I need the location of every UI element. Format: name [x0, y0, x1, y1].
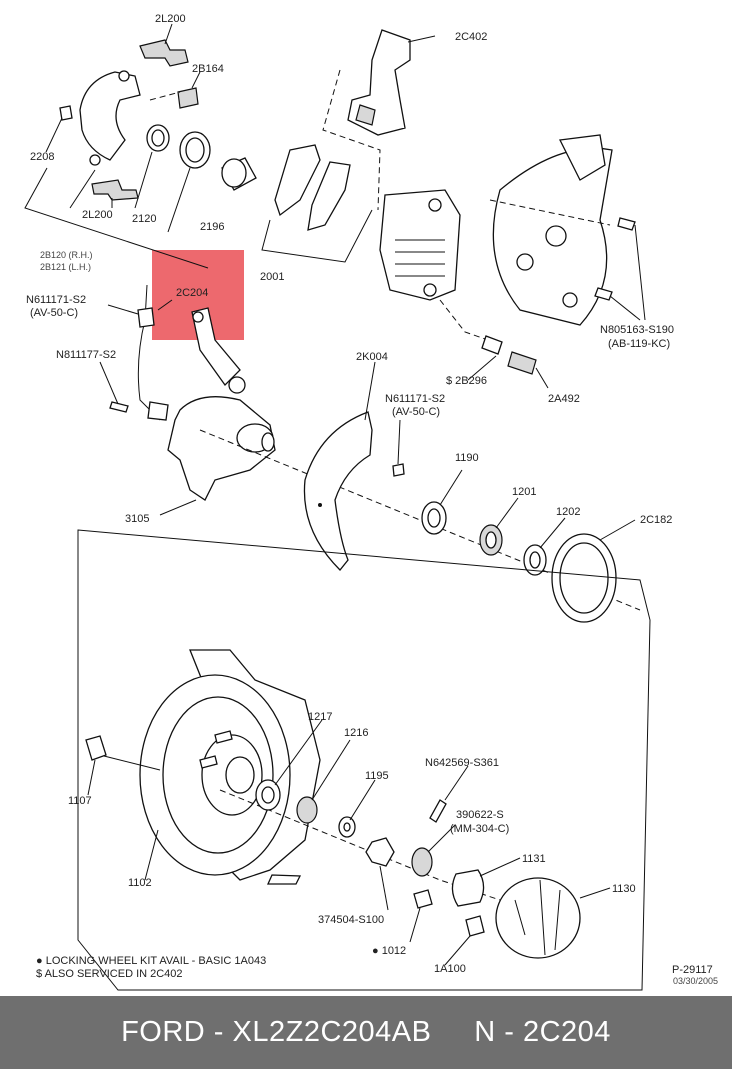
- callout-labels: 2L200 2B164 2208 2L200 2120 2196 2B120 (…: [26, 13, 674, 975]
- label-2c402: 2C402: [455, 31, 487, 43]
- label-1201: 1201: [512, 486, 536, 498]
- rotor-assembly: [85, 649, 321, 885]
- label-2c182: 2C182: [640, 514, 672, 526]
- label-av50c-1: (AV-50-C): [30, 307, 78, 319]
- label-1130: 1130: [612, 883, 636, 895]
- note-also-serviced: $ ALSO SERVICED IN 2C402: [36, 968, 183, 980]
- label-2196: 2196: [200, 221, 224, 233]
- label-2208: 2208: [30, 151, 54, 163]
- label-1131: 1131: [522, 853, 546, 865]
- sensor-knuckle-group: [109, 284, 641, 611]
- label-2l200-top: 2L200: [155, 13, 186, 25]
- label-n611171-1: N611171-S2: [26, 294, 86, 306]
- label-1102: 1102: [128, 877, 152, 889]
- splash-shield: [303, 411, 405, 571]
- caliper-knuckle-assembly: [379, 134, 646, 389]
- hub-hardware: [219, 779, 581, 959]
- brake-pads-group: [261, 29, 411, 263]
- label-2b121: 2B121 (L.H.): [40, 262, 91, 272]
- label-mm304: (MM-304-C): [450, 823, 509, 835]
- label-1216: 1216: [344, 727, 368, 739]
- label-n811177: N811177-S2: [56, 349, 116, 361]
- label-2c204: 2C204: [176, 287, 208, 299]
- note-locking-kit: ● LOCKING WHEEL KIT AVAIL - BASIC 1A043: [36, 955, 266, 967]
- label-2120: 2120: [132, 213, 156, 225]
- label-1107: 1107: [68, 795, 92, 807]
- label-1a100: 1A100: [434, 963, 466, 975]
- notes: ● LOCKING WHEEL KIT AVAIL - BASIC 1A043 …: [36, 955, 718, 986]
- label-374504: 374504-S100: [318, 914, 384, 926]
- label-n805163: N805163-S190: [600, 324, 674, 336]
- exploded-parts-diagram: 2L200 2B164 2208 2L200 2120 2196 2B120 (…: [24, 13, 718, 991]
- label-1012: ● 1012: [372, 945, 406, 957]
- label-n642569: N642569-S361: [425, 757, 499, 769]
- part-number-text: FORD - XL2Z2C204AB N - 2C204: [121, 1016, 611, 1048]
- label-2b296: $ 2B296: [446, 375, 487, 387]
- label-3105: 3105: [125, 513, 149, 525]
- leader-lines: [45, 23, 636, 966]
- label-1202: 1202: [556, 506, 580, 518]
- label-390622: 390622-S: [456, 809, 504, 821]
- label-av50c-2: (AV-50-C): [392, 406, 440, 418]
- label-1190: 1190: [455, 452, 479, 464]
- bearings-row: [421, 501, 617, 623]
- label-n611171-2: N611171-S2: [385, 393, 445, 405]
- rotor-frame: [77, 529, 651, 991]
- label-2b164: 2B164: [192, 63, 224, 75]
- label-1217: 1217: [308, 711, 332, 723]
- label-1195: 1195: [365, 770, 389, 782]
- part-number-banner: FORD - XL2Z2C204AB N - 2C204: [0, 996, 732, 1069]
- label-2001: 2001: [260, 271, 284, 283]
- ref-date: 03/30/2005: [673, 976, 718, 986]
- label-2l200-bottom: 2L200: [82, 209, 113, 221]
- caliper-hardware-group: [24, 39, 257, 269]
- label-ab119: (AB-119-KC): [608, 338, 670, 350]
- label-2a492: 2A492: [548, 393, 580, 405]
- label-2b120: 2B120 (R.H.): [40, 250, 93, 260]
- label-2k004: 2K004: [356, 351, 388, 363]
- ref-id: P-29117: [672, 964, 713, 976]
